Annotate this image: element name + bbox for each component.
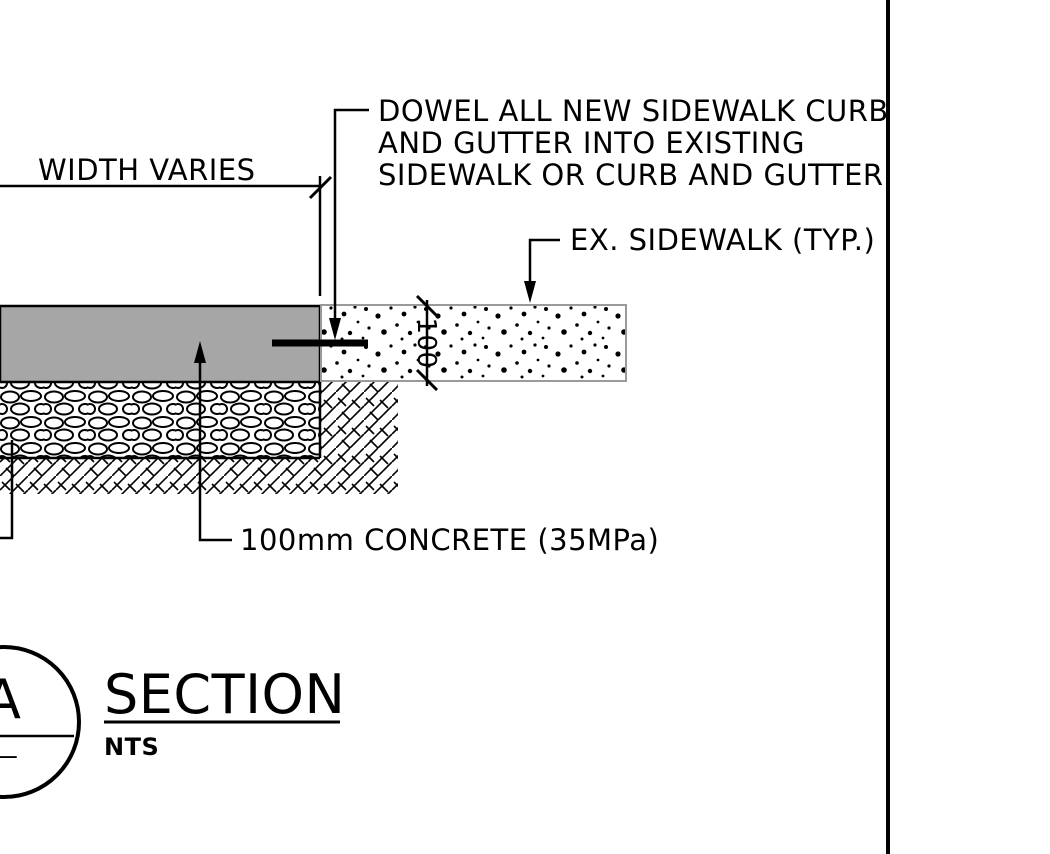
ex-sidewalk-leader xyxy=(524,238,560,303)
dowel-note-line-3: SIDEWALK OR CURB AND GUTTER xyxy=(378,158,884,192)
concrete-leader xyxy=(194,341,232,542)
gravel-leader xyxy=(0,440,14,540)
dowel-leader xyxy=(329,108,369,340)
width-dimension xyxy=(0,175,333,296)
subgrade-layer xyxy=(0,382,398,494)
dowel-note-line-1: DOWEL ALL NEW SIDEWALK CURB xyxy=(378,94,889,128)
new-concrete-slab xyxy=(0,304,322,384)
existing-sidewalk xyxy=(320,304,627,382)
scale-note: NTS xyxy=(104,733,159,761)
width-varies-label: WIDTH VARIES xyxy=(38,153,256,187)
section-letter: A xyxy=(0,668,21,731)
concrete-label: 100mm CONCRETE (35MPa) xyxy=(240,523,659,557)
dowel-note-line-2: AND GUTTER INTO EXISTING xyxy=(378,126,805,160)
ex-sidewalk-label: EX. SIDEWALK (TYP.) xyxy=(570,223,875,257)
section-title: SECTION xyxy=(104,663,345,726)
gravel-base-layer xyxy=(0,382,322,460)
section-bubble xyxy=(0,645,340,799)
thickness-label: 100 xyxy=(411,317,441,368)
thickness-dimension xyxy=(415,294,439,392)
sheet-reference: — xyxy=(0,741,19,771)
